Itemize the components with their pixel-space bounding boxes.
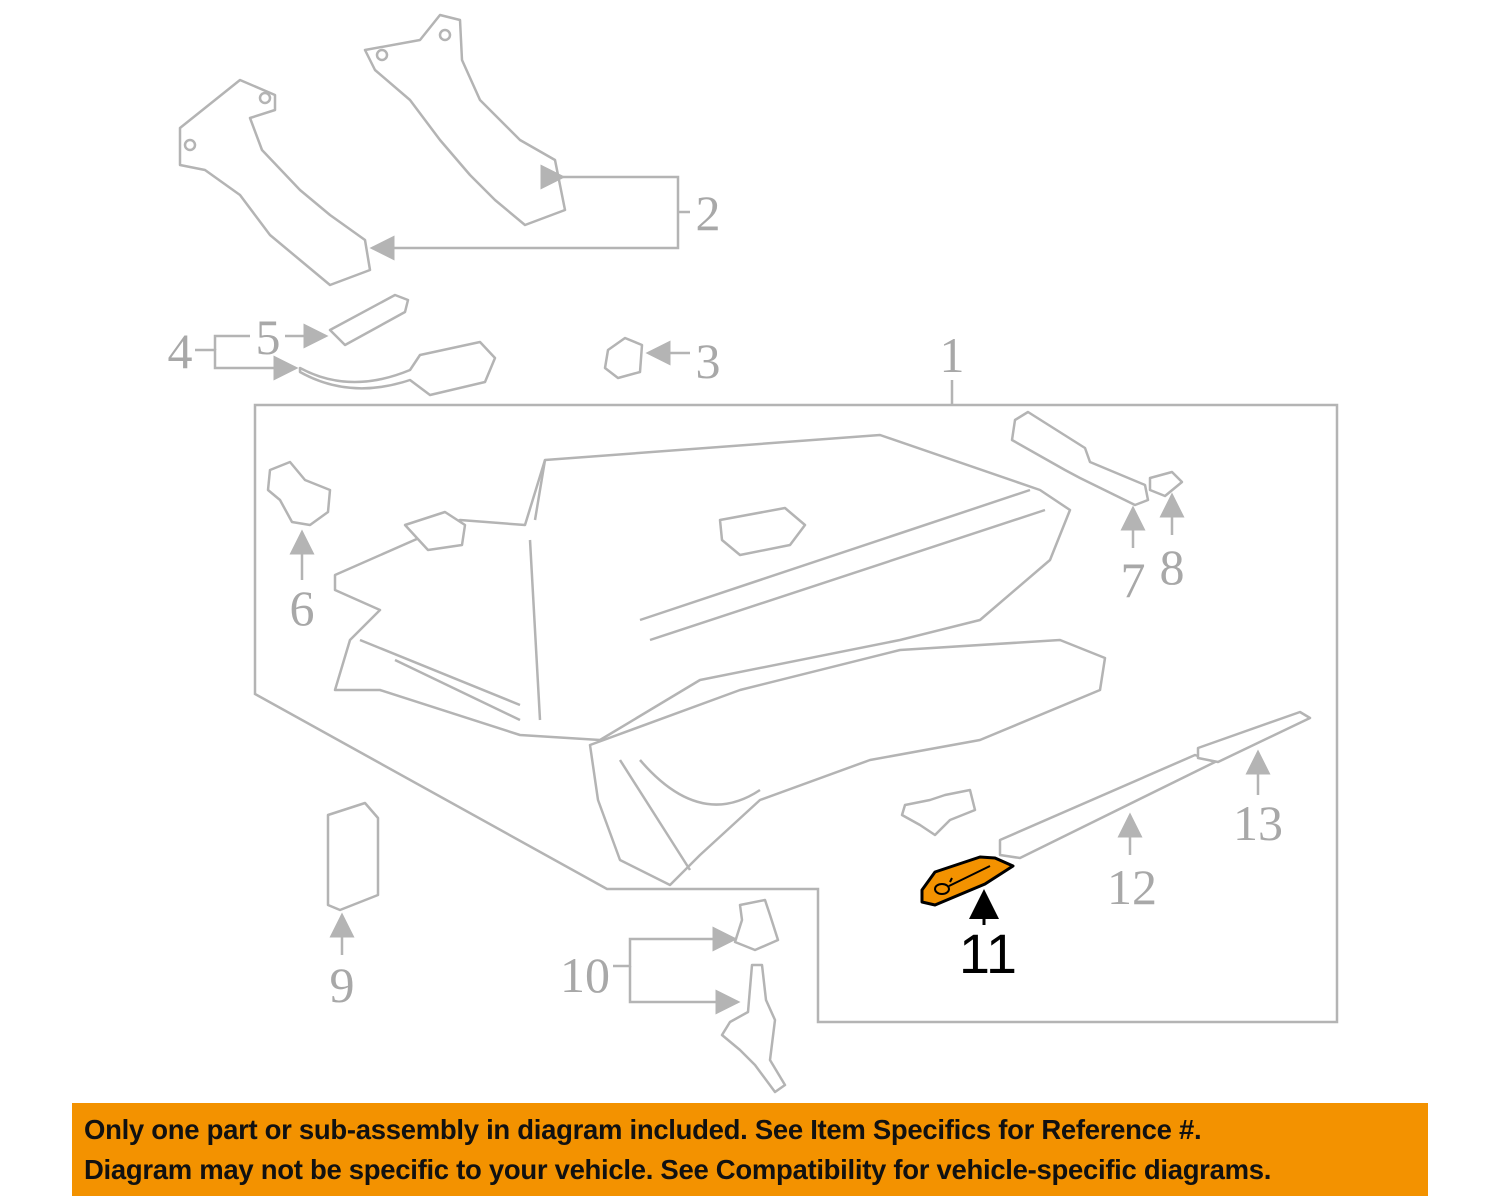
hinge-bracket-right (363, 13, 567, 227)
highlighted-part-11 (920, 855, 1015, 907)
disclaimer-line-1: Only one part or sub-assembly in diagram… (84, 1113, 1202, 1145)
callout-13: 13 (1233, 795, 1283, 851)
disclaimer-banner: Only one part or sub-assembly in diagram… (72, 1103, 1428, 1196)
callout-11: 11 (959, 922, 1017, 985)
clip-part-10b (720, 963, 787, 1094)
screw-part-10a (733, 898, 780, 952)
lamp-harness-part-4 (298, 340, 497, 397)
callout-8: 8 (1160, 539, 1185, 595)
clip-part-3 (603, 336, 644, 380)
hinge-bracket-left (178, 78, 372, 287)
callout-2: 2 (696, 185, 721, 241)
callout-6: 6 (290, 580, 315, 636)
callout-1: 1 (940, 327, 965, 383)
cover-part-9 (326, 801, 380, 912)
callout-4: 4 (168, 323, 193, 379)
callout-9: 9 (330, 957, 355, 1013)
callout-5: 5 (256, 309, 281, 365)
glove-box-assembly-part-1 (333, 433, 1107, 887)
trim-strip-part-13 (1196, 710, 1312, 764)
lamp-bulb-part-5 (328, 293, 410, 347)
callout-7: 7 (1121, 552, 1146, 608)
clip-part-8 (1148, 470, 1184, 498)
callout-10: 10 (560, 947, 610, 1003)
disclaimer-line-2: Diagram may not be specific to your vehi… (84, 1153, 1272, 1185)
clip-part-6 (266, 460, 332, 527)
callout-12: 12 (1107, 859, 1157, 915)
trim-strip-part-12 (998, 753, 1217, 860)
damper-part-7 (1010, 410, 1150, 507)
callout-3: 3 (696, 333, 721, 389)
assembly-1-boundary (253, 403, 1339, 1024)
clip-unlabeled (900, 788, 977, 837)
